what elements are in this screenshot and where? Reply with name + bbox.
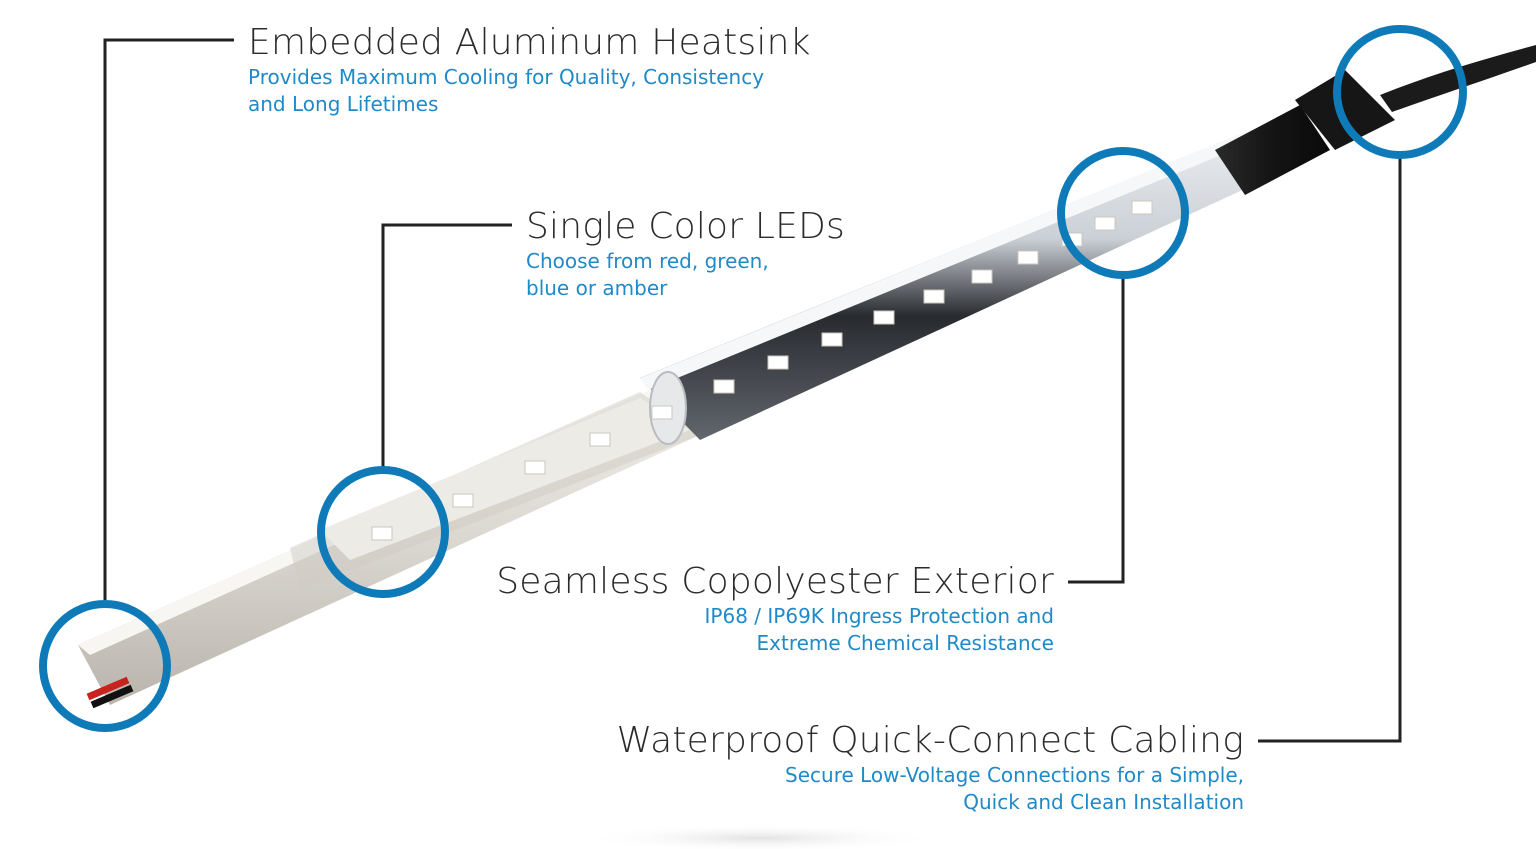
led-chip <box>589 432 611 447</box>
callout-exterior: Seamless Copolyester Exterior IP68 / IP6… <box>496 561 1054 657</box>
led-chip <box>767 355 789 370</box>
led-chip <box>821 332 843 347</box>
highlight-ring-heatsink <box>39 600 171 732</box>
callout-desc-line: blue or amber <box>526 276 668 300</box>
callout-desc-line: Secure Low-Voltage Connections for a Sim… <box>785 763 1244 787</box>
callout-desc-line: Provides Maximum Cooling for Quality, Co… <box>248 65 765 89</box>
callout-desc-line: and Long Lifetimes <box>248 92 439 116</box>
red-wire <box>86 676 130 701</box>
leader-line-exterior <box>1068 278 1125 584</box>
callout-desc-line: Extreme Chemical Resistance <box>756 631 1054 655</box>
tube-highlight <box>640 130 1258 390</box>
ground-shadow <box>580 824 940 849</box>
callout-cabling: Waterproof Quick-Connect Cabling Secure … <box>617 720 1244 816</box>
callout-title: Seamless Copolyester Exterior <box>496 561 1054 602</box>
black-wire <box>90 684 134 709</box>
connector-body <box>1295 70 1395 150</box>
led-chip <box>971 269 993 284</box>
callout-leds: Single Color LEDs Choose from red, green… <box>526 206 845 302</box>
leader-line-heatsink <box>103 38 234 600</box>
leader-line-leds <box>381 223 512 468</box>
leader-line-cabling <box>1258 157 1402 743</box>
callout-desc-line: IP68 / IP69K Ingress Protection and <box>704 604 1054 628</box>
highlight-ring-exterior <box>1057 147 1189 279</box>
callout-title: Embedded Aluminum Heatsink <box>248 22 811 63</box>
led-chip <box>452 493 474 508</box>
led-chip <box>524 460 546 475</box>
led-chip <box>873 310 895 325</box>
highlight-ring-leds <box>317 466 449 598</box>
leader-lines <box>103 38 1402 743</box>
led-chip <box>1094 216 1116 231</box>
callout-desc-line: Choose from red, green, <box>526 249 769 273</box>
led-chip <box>371 526 393 541</box>
led-chip <box>651 405 673 420</box>
led-chip <box>923 289 945 304</box>
end-cap <box>1215 105 1330 195</box>
callout-title: Single Color LEDs <box>526 206 845 247</box>
led-chip <box>713 379 735 394</box>
copolyester-tube <box>640 130 1275 440</box>
led-chips <box>371 200 1153 541</box>
led-chip <box>1017 250 1039 265</box>
callout-desc-line: Quick and Clean Installation <box>963 790 1244 814</box>
led-chip <box>1131 200 1153 215</box>
highlight-ring-cabling <box>1333 25 1467 159</box>
callout-heatsink: Embedded Aluminum Heatsink Provides Maxi… <box>248 22 811 118</box>
callout-title: Waterproof Quick-Connect Cabling <box>616 720 1244 761</box>
highlight-rings <box>39 25 1467 732</box>
